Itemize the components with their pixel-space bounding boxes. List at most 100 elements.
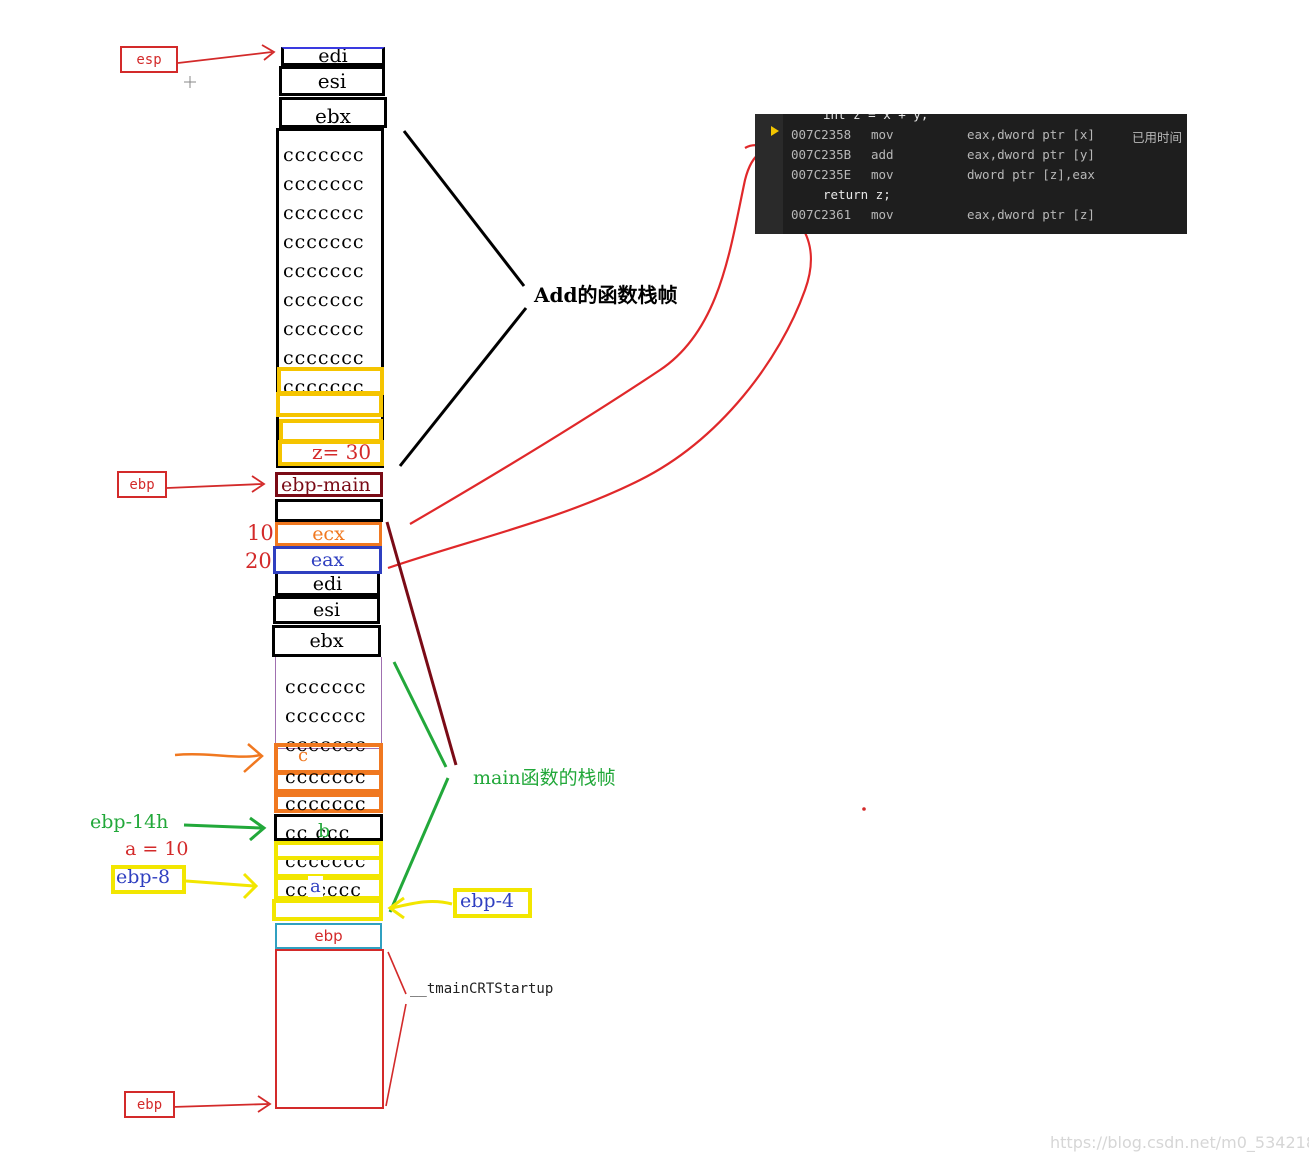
ecx-to-asm-curve	[409, 149, 783, 525]
ebp-4-label: ebp-4	[460, 890, 515, 912]
add-cc-row-4: ccccccc	[283, 231, 365, 253]
ebp-pointer-arrow	[166, 483, 263, 489]
add-edi-cell: edi	[281, 47, 385, 66]
b-var-label: b	[318, 820, 331, 842]
eax-to-asm-curve	[387, 181, 812, 570]
ebp4-arrowhead	[387, 896, 405, 920]
eax-value: 20	[245, 549, 272, 573]
ebp-4-box	[453, 888, 532, 918]
esp-arrowhead	[261, 44, 276, 61]
ebp-label: ebp	[129, 476, 155, 493]
add-esi-cell: esi	[279, 66, 385, 96]
ebp-8-box	[111, 865, 186, 894]
add-edi-text: edi	[318, 47, 348, 66]
ebp-14h-label: ebp-14h	[90, 811, 169, 833]
main-ebx-cell: ebx	[272, 625, 381, 657]
ecx-cell: ecx	[275, 522, 382, 546]
eax-cell: eax	[273, 546, 382, 574]
watermark: https://blog.csdn.net/m0_53421868	[1050, 1133, 1309, 1152]
z-var-box	[278, 440, 384, 466]
main-ebp-cell: ebp	[275, 923, 382, 949]
main-bracket-green-bottom	[388, 777, 450, 913]
add-bracket-top	[402, 130, 526, 287]
add-cc-row-7: ccccccc	[283, 318, 365, 340]
main-cc-row-6: cc ccc	[285, 822, 351, 844]
b-var-box	[274, 814, 383, 841]
add-bracket-bottom	[398, 307, 528, 467]
ebp14h-arrowhead	[249, 816, 267, 842]
main-cc-row-8: cc cccc	[285, 879, 362, 901]
ebp-main-cell: ebp-main	[275, 472, 383, 497]
add-cc-row-8: ccccccc	[283, 347, 365, 369]
current-instruction-arrow-icon	[771, 126, 779, 136]
add-yellow-box-1	[277, 367, 384, 395]
asm-source-return-text: return z;	[823, 187, 891, 202]
startup-bracket-bottom	[385, 1003, 407, 1107]
a-var-box-top	[274, 841, 383, 861]
main-cc-row-3: ccccccc	[285, 734, 367, 756]
startup-frame-box	[275, 949, 384, 1109]
asm-row-2-arg: eax,dword ptr [y]	[967, 147, 1095, 162]
esp-label: esp	[136, 51, 162, 68]
bottom-ebp-label-box: ebp	[124, 1091, 175, 1118]
ebp-main-text: ebp-main	[281, 473, 371, 496]
disassembly-panel: int z = x + y; 007C2358 mov eax,dword pt…	[755, 114, 1187, 234]
add-locals-area	[276, 128, 384, 468]
c-var-box-3	[274, 793, 383, 813]
main-cc-row-4: ccccccc	[285, 766, 367, 788]
a-var-label: a	[308, 876, 323, 897]
asm-row-2-addr: 007C235B	[791, 147, 852, 162]
add-yellow-box-2	[276, 392, 383, 417]
main-esi-text: esi	[312, 599, 341, 621]
main-bracket-maroon	[385, 521, 458, 766]
asm-row-1-op: mov	[871, 127, 894, 142]
add-ebx-text: ebx	[315, 103, 351, 128]
ebp8-pointer-arrow	[185, 879, 255, 888]
ebp4-slot-box	[272, 899, 383, 921]
main-cc-row-1: ccccccc	[285, 676, 367, 698]
asm-row-3-addr: 007C235E	[791, 167, 852, 182]
startup-bracket-top	[387, 951, 407, 995]
main-edi-cell: edi	[275, 574, 380, 596]
add-cc-row-2: ccccccc	[283, 173, 365, 195]
asm-row-3-arg: dword ptr [z],eax	[967, 167, 1095, 182]
asm-row-3-op: mov	[871, 167, 894, 182]
startup-label: __tmainCRTStartup	[410, 981, 554, 997]
add-cc-row-6: ccccccc	[283, 289, 365, 311]
c-pointer-arrow	[174, 753, 261, 758]
asm-row-4-addr: 007C2361	[791, 207, 852, 222]
add-cc-row-3: ccccccc	[283, 202, 365, 224]
esp-label-box: esp	[120, 46, 178, 73]
add-esi-text: esi	[317, 69, 347, 93]
c-var-box	[274, 743, 383, 774]
main-frame-label: main函数的栈帧	[473, 767, 616, 789]
c-var-label: c	[298, 745, 309, 766]
main-locals-area	[275, 657, 382, 749]
ebp14h-pointer-arrow	[183, 823, 263, 830]
ebp-arrowhead	[251, 475, 266, 493]
ebp-8-label: ebp-8	[116, 866, 171, 888]
add-ebx-cell: ebx	[279, 97, 387, 128]
a-assign-label: a = 10	[125, 838, 189, 860]
asm-elapsed-note: 已用时间	[1132, 130, 1183, 145]
main-cc-row-2: ccccccc	[285, 705, 367, 727]
a-var-box	[274, 876, 383, 900]
asm-row-2-op: add	[871, 147, 894, 162]
ebp4-pointer-arrow	[391, 900, 453, 910]
main-bracket-green-top	[392, 661, 448, 768]
add-cc-row-1: ccccccc	[283, 144, 365, 166]
bottom-ebp-pointer-arrow	[171, 1103, 269, 1108]
main-ebp-text: ebp	[314, 927, 343, 945]
esp-pointer-arrow	[177, 51, 273, 64]
main-esi-cell: esi	[273, 596, 380, 624]
c-var-box-2	[274, 771, 383, 793]
asm-row-4-op: mov	[871, 207, 894, 222]
main-cc-row-5: ccccccc	[285, 793, 367, 815]
asm-row-1-addr: 007C2358	[791, 127, 852, 142]
ecx-value: 10	[247, 521, 274, 545]
main-ebx-text: ebx	[309, 630, 344, 652]
ebp-label-box: ebp	[117, 471, 167, 498]
add-frame-label: Add的函数栈帧	[534, 283, 678, 307]
